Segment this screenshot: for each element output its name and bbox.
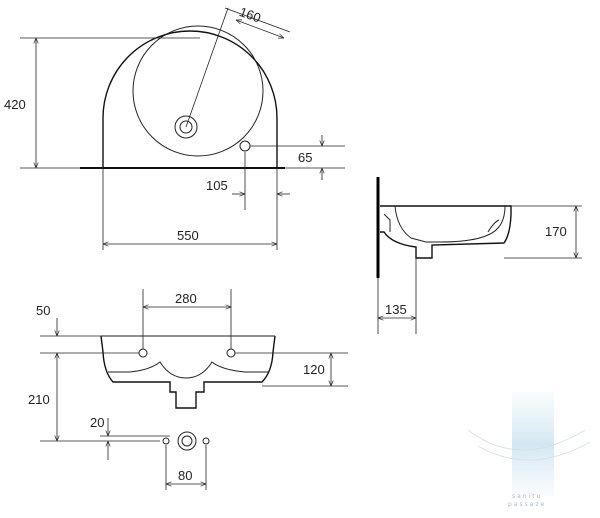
dim-top-bowl: 160 [237,4,263,26]
watermark-logo: sanitu passaze [467,392,591,508]
drain-outer-top [174,115,198,139]
front-view: 280 50 120 210 20 80 [28,289,348,490]
bottom-drain-outer [177,431,197,451]
basin-profile-outer [380,205,512,259]
basin-front-inner [108,361,268,379]
dim-top-hole-y: 65 [298,150,312,165]
bottom-hole-left [162,437,170,445]
dim-front-body-height: 120 [303,362,325,377]
side-view: 170 135 [376,177,582,334]
dim-front-top-offset: 50 [36,303,50,318]
dim-front-hole-spacing: 280 [175,291,197,306]
dim-top-width: 550 [177,228,199,243]
basin-profile-detail [383,213,500,233]
bowl-circle-top [132,25,264,157]
watermark-brand: sanitu [512,493,542,500]
tap-hole-top [239,140,251,152]
basin-profile-inner [394,205,506,243]
watermark-sub: passaze [508,501,546,508]
bottom-hole-right [202,437,210,445]
bottom-drain-inner [181,435,193,447]
dim-side-projection: 135 [385,302,407,317]
dim-top-depth: 420 [4,97,26,112]
basin-outline-top [102,30,278,168]
front-hole-left [138,348,148,358]
drain-inner-top [179,120,193,134]
dim-side-height: 170 [545,224,567,239]
dim-top-hole-x: 105 [206,178,228,193]
basin-front-outline [100,335,276,409]
front-hole-right [226,348,236,358]
dim-front-small-offset: 20 [90,415,104,430]
dim-front-drain-width: 80 [178,468,192,483]
dim-front-mount-height: 210 [28,392,50,407]
top-view: 420 160 65 105 550 [4,4,345,250]
